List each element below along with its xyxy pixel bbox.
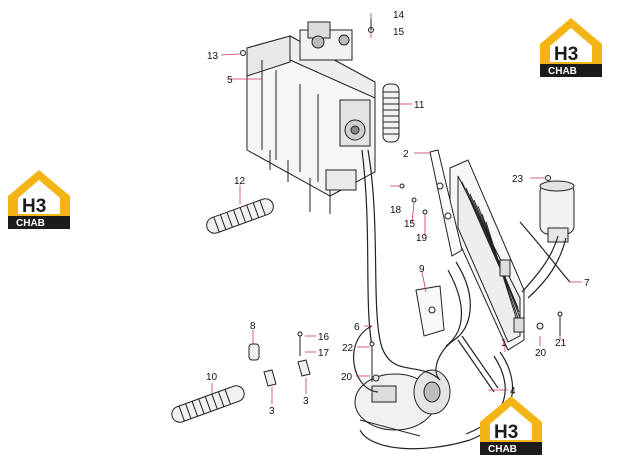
callout-17: 17	[318, 348, 330, 359]
callout-labels: 1 2 3 3 4 5 6 7 8 9 10 11 12 13 14 15 15…	[206, 10, 590, 417]
callout-6: 6	[354, 322, 360, 333]
logo-mark: H3	[494, 422, 518, 443]
callout-14: 14	[393, 10, 405, 21]
logo-caption: CHAB	[548, 66, 577, 77]
callout-13: 13	[207, 51, 219, 62]
part-corrugated-hose-10	[171, 385, 245, 423]
callout-15b: 15	[404, 219, 416, 230]
callout-8: 8	[250, 321, 256, 332]
callout-22: 22	[342, 343, 354, 354]
part-bracket-2	[429, 149, 463, 257]
logo-left: H3 CHAB	[8, 170, 70, 229]
callout-11: 11	[414, 100, 425, 111]
callout-3a: 3	[269, 406, 275, 417]
part-compressor	[354, 369, 451, 437]
callout-15a: 15	[393, 27, 405, 38]
callout-18: 18	[390, 205, 402, 216]
callout-20b: 20	[341, 372, 353, 383]
callout-23: 23	[512, 174, 524, 185]
part-condenser	[449, 159, 525, 351]
callout-16: 16	[318, 332, 330, 343]
callout-1: 1	[501, 338, 507, 349]
logo-caption: CHAB	[16, 218, 45, 229]
part-hvac-unit	[246, 21, 376, 214]
callout-5: 5	[227, 75, 233, 86]
callout-10: 10	[206, 372, 218, 383]
logo-top-right: H3 CHAB	[540, 18, 602, 77]
callout-12: 12	[234, 176, 246, 187]
callout-21: 21	[555, 338, 567, 349]
leader-lines	[211, 13, 582, 404]
logo-mark: H3	[22, 196, 46, 217]
callout-19: 19	[416, 233, 428, 244]
callout-3b: 3	[303, 396, 309, 407]
part-corrugated-hose-11	[382, 83, 400, 143]
callout-20a: 20	[535, 348, 547, 359]
part-small-fittings	[240, 18, 563, 387]
callout-2: 2	[403, 149, 409, 160]
part-corrugated-hose-12	[206, 198, 274, 234]
logo-mark: H3	[554, 44, 578, 65]
callout-7: 7	[584, 278, 590, 289]
part-receiver-drier	[539, 180, 575, 243]
part-refrigerant-hoses	[353, 149, 571, 450]
callout-4: 4	[510, 386, 516, 397]
callout-9: 9	[419, 264, 425, 275]
part-compressor-bracket-9	[415, 285, 445, 337]
logo-caption: CHAB	[488, 444, 517, 455]
logo-bottom-right: H3 CHAB	[480, 396, 542, 455]
